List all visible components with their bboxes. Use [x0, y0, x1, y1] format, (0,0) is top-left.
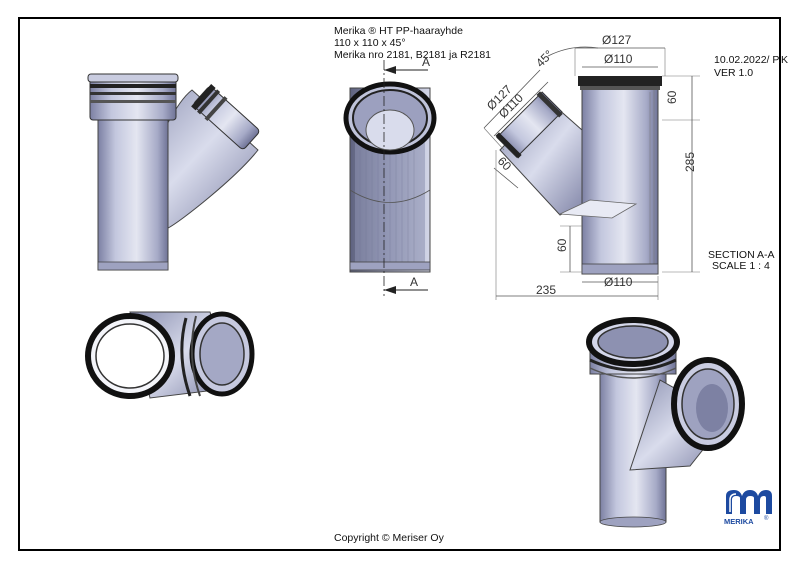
section-view-a-a: [343, 60, 437, 296]
dim-top-inner: Ø110: [604, 52, 633, 66]
dim-total-height: 285: [683, 152, 697, 172]
revision-date: 10.02.2022/ P.K: [714, 54, 788, 66]
title-line-1: Merika ® HT PP-haarayhde: [334, 25, 463, 37]
copyright: Copyright © Meriser Oy: [334, 532, 444, 544]
merika-logo-mark: ®: [764, 515, 769, 522]
section-scale: SCALE 1 : 4: [712, 260, 770, 272]
revision-version: VER 1.0: [714, 67, 754, 79]
isometric-view: [586, 317, 745, 528]
section-label: SECTION A-A: [708, 249, 775, 261]
drawing-frame: [18, 17, 781, 551]
merika-logo-text: MERIKA: [724, 517, 754, 526]
title-line-2: 110 x 110 x 45°: [334, 37, 406, 49]
front-view: [87, 73, 260, 271]
front-view-main-body: [97, 117, 169, 271]
merika-logo-icon: [726, 490, 772, 514]
dim-top-outer: Ø127: [602, 33, 632, 47]
dim-width: 235: [536, 283, 556, 297]
dim-socket-depth-top: 60: [665, 90, 679, 104]
section-mark-top: A: [422, 55, 430, 69]
dimensioned-section-view: [483, 46, 700, 300]
side-iso-view: [85, 311, 255, 399]
dim-bottom-diameter: Ø110: [604, 275, 633, 289]
dim-spigot-length: 60: [555, 238, 569, 252]
dim-angle: 45°: [533, 47, 556, 70]
merika-logo: MERIKA ®: [724, 490, 772, 526]
section-mark-bottom: A: [410, 275, 418, 289]
title-line-3: Merika nro 2181, B2181 ja R2181: [334, 49, 492, 61]
